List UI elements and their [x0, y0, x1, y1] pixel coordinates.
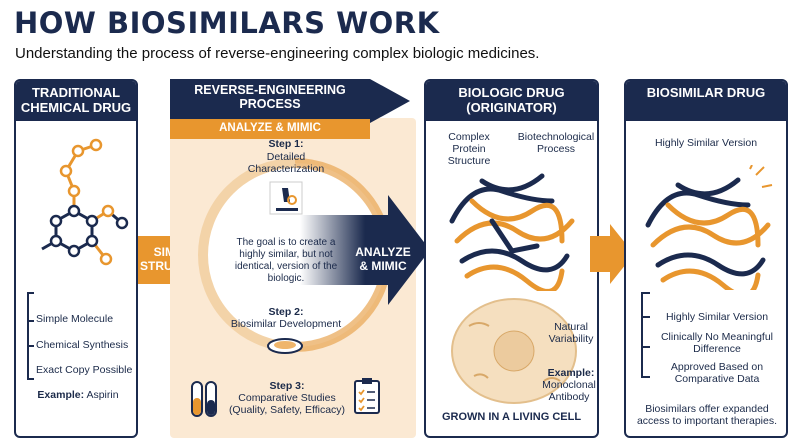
traditional-drug-panel: TRADITIONAL CHEMICAL DRUG [14, 79, 138, 438]
step2-text: Biosimilar Development [230, 318, 342, 330]
clipboard-icon [354, 378, 380, 414]
biosimilar-top-label: Highly Similar Version [654, 137, 758, 149]
biologic-drug-panel: BIOLOGIC DRUG (ORIGINATOR) Complex Prote… [424, 79, 599, 438]
traditional-item-2: Chemical Synthesis [36, 339, 129, 351]
biologic-process-label: Biotechnological Process [517, 131, 595, 155]
traditional-item-3: Exact Copy Possible [36, 364, 133, 376]
analyze-mimic-arrow [300, 195, 430, 305]
biosimilar-drug-panel: BIOSIMILAR DRUG Highly Similar Version H… [624, 79, 788, 438]
traditional-item-1: Simple Molecule [36, 313, 114, 325]
page-title: HOW BIOSIMILARS WORK [14, 6, 440, 40]
biologic-example-value: Monoclonal Antibody [542, 379, 596, 403]
step1-text: Detailed Characterization [247, 151, 325, 175]
biosimilar-bracket [641, 292, 650, 378]
traditional-example: Example: Aspirin [26, 389, 130, 401]
step3-label: Step 3: [269, 380, 305, 392]
analyze-mimic-label: ANALYZE & MIMIC [355, 245, 411, 273]
biologic-footer: GROWN IN A LIVING CELL [441, 411, 582, 423]
microscope-icon [269, 181, 303, 215]
to-biosimilar-arrow [590, 224, 634, 284]
traditional-example-value: Aspirin [86, 389, 119, 401]
process-cycle [198, 158, 392, 352]
biosimilar-item-1: Highly Similar Version [665, 311, 769, 323]
traditional-example-label: Example: [37, 389, 85, 401]
traditional-heading: TRADITIONAL CHEMICAL DRUG [16, 81, 136, 121]
biosimilar-footer: Biosimilars offer expanded access to imp… [636, 403, 778, 427]
process-header-arrow [170, 79, 410, 139]
molecule-icon [41, 138, 129, 266]
page-subtitle: Understanding the process of reverse-eng… [15, 45, 540, 62]
step2-label: Step 2: [268, 306, 304, 318]
step1-label: Step 1: [268, 138, 304, 150]
process-heading: REVERSE-ENGINEERING PROCESS [194, 83, 346, 111]
biologic-protein-label: Complex Protein Structure [447, 131, 491, 167]
bracket-line [27, 292, 34, 380]
step3-text: Comparative Studies (Quality, Safety, Ef… [228, 392, 346, 416]
biosimilar-item-2: Clinically No Meaningful Difference [660, 331, 774, 355]
test-tubes-icon [191, 381, 217, 417]
biosimilar-heading: BIOSIMILAR DRUG [626, 81, 786, 121]
biologic-variability-label: Natural Variability [548, 321, 594, 345]
protein-structure-icon [449, 173, 575, 291]
process-subheading: ANALYZE & MIMIC [219, 122, 321, 134]
biosimilar-item-3: Approved Based on Comparative Data [670, 361, 764, 385]
process-goal: The goal is to create a highly similar, … [234, 237, 338, 284]
biosimilar-protein-icon [645, 165, 773, 290]
biologic-heading: BIOLOGIC DRUG (ORIGINATOR) [426, 81, 597, 121]
petri-dish-icon [267, 338, 303, 354]
biologic-example-label: Example: [547, 367, 595, 379]
living-cell-icon [451, 298, 577, 404]
